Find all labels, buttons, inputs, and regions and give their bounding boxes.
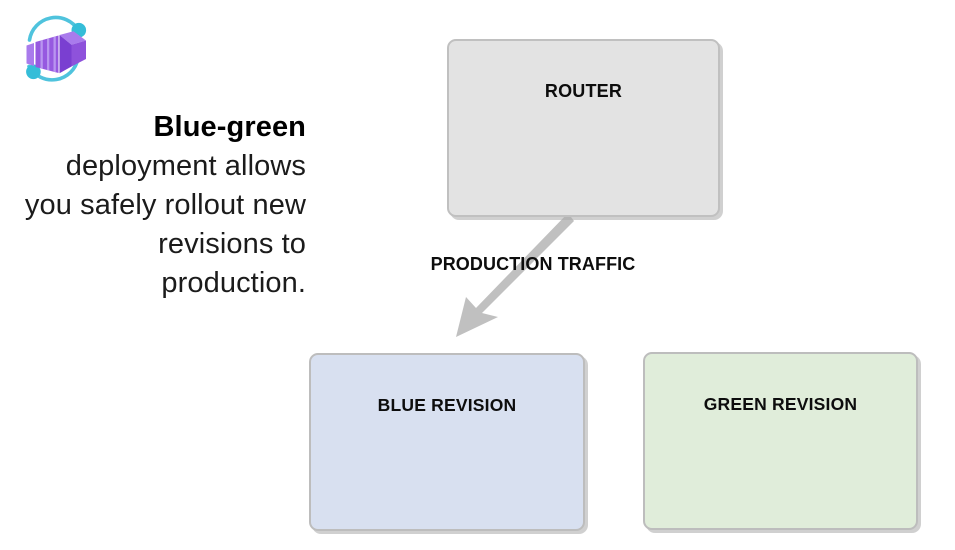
green-revision-node[interactable]: GREEN REVISION <box>643 352 918 530</box>
caption-lead: Blue-green <box>153 111 306 143</box>
azure-container-apps-logo-icon <box>16 14 96 94</box>
blue-revision-node-label: BLUE REVISION <box>377 395 517 415</box>
green-revision-node-label: GREEN REVISION <box>703 394 858 414</box>
blue-revision-node[interactable]: BLUE REVISION <box>309 353 585 531</box>
production-traffic-label: PRODUCTION TRAFFIC <box>430 254 636 274</box>
caption-text: Blue-green deployment allows you safely … <box>20 108 306 303</box>
caption-rest: deployment allows you safely rollout new… <box>24 150 306 299</box>
router-node-label: ROUTER <box>544 81 623 101</box>
production-traffic-arrow-icon <box>430 205 590 345</box>
router-node[interactable]: ROUTER <box>447 39 720 217</box>
